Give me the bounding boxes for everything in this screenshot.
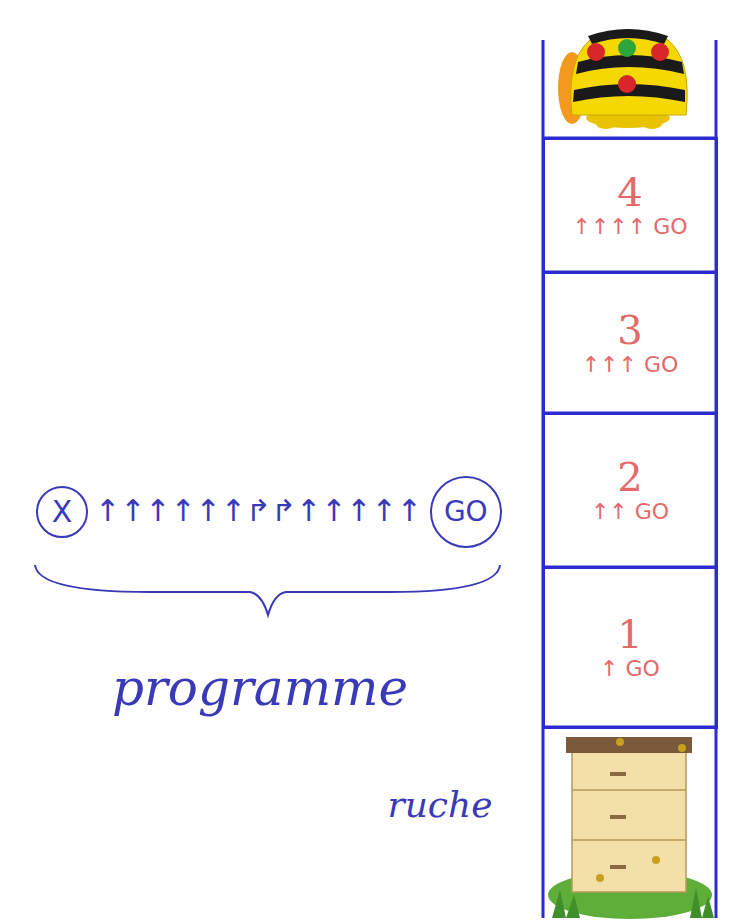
- step-number: 4: [617, 170, 642, 214]
- hive-picture: [548, 737, 714, 919]
- button-circle: GO: [430, 476, 502, 548]
- button-text: GO: [444, 498, 488, 526]
- beebot-picture: [558, 29, 687, 129]
- step-number: 3: [617, 308, 642, 352]
- step-program: ↑↑↑↑ GO: [572, 214, 687, 240]
- step-program: ↑ GO: [600, 656, 660, 682]
- ladder-step-box: 2↑↑ GO: [542, 412, 718, 569]
- step-number: 1: [617, 612, 642, 656]
- step-number: 2: [617, 455, 642, 499]
- step-program: ↑↑↑ GO: [582, 352, 679, 378]
- ladder-step-box: 4↑↑↑↑ GO: [542, 137, 718, 274]
- hive-label: ruche: [387, 785, 492, 825]
- program-arrows: ↑↑↑↑↑↑↱↱↑↑↑↑↑: [95, 494, 422, 527]
- ladder-step-box: 1↑ GO: [542, 566, 718, 729]
- ladder-step-box: 3↑↑↑ GO: [542, 271, 718, 415]
- ladder-lines: [543, 40, 716, 918]
- brace: [35, 565, 500, 615]
- button-text: X: [52, 497, 73, 527]
- step-program: ↑↑ GO: [591, 499, 669, 525]
- program-label: programme: [112, 661, 408, 716]
- button-circle: X: [36, 486, 88, 538]
